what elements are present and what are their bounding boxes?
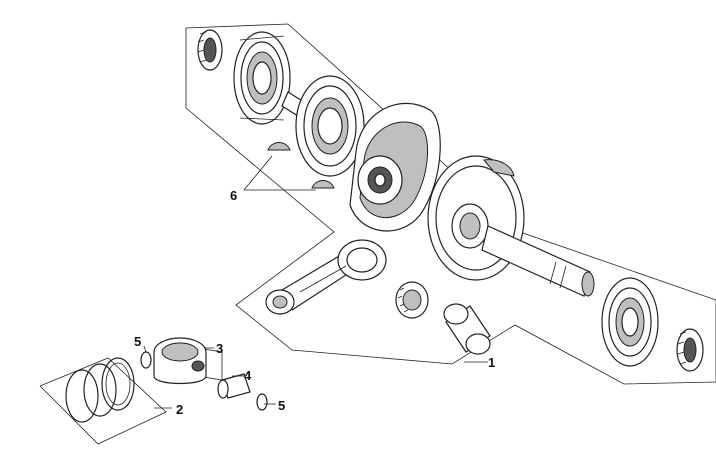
right-main-bearing [601,277,659,367]
circlip-right [256,393,268,411]
connecting-rod [265,239,387,315]
right-shaft [481,225,595,297]
callout-3: 3 [216,341,223,356]
callout-5-right: 5 [278,398,285,413]
circlip-left [140,351,152,369]
callout-6: 6 [230,188,237,203]
piston-ring-top [65,369,99,423]
thrust-washer [295,75,365,177]
leader-lines [143,155,488,409]
left-end-bearing-small [197,29,223,71]
left-crank-web [349,102,441,232]
ring-set-outline [39,357,167,445]
callout-2: 2 [176,402,183,417]
crank-pin [443,303,491,355]
left-main-bearing [233,31,291,125]
piston [153,337,207,385]
woodruff-key-upper [267,142,291,151]
piston-ring-second [83,363,117,417]
callout-4: 4 [244,368,252,383]
woodruff-key-lower [311,180,335,189]
callout-1: 1 [488,355,495,370]
needle-bearing [395,281,429,319]
right-end-bearing-small [676,328,704,372]
callout-5-left: 5 [134,334,141,349]
piston-ring-oil [101,357,135,411]
